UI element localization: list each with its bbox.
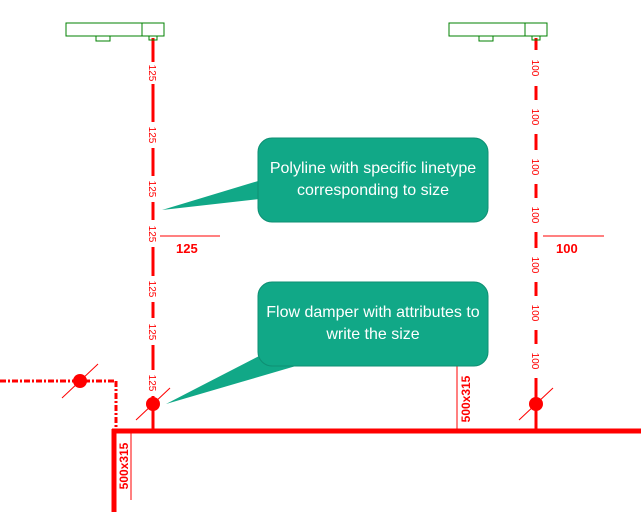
- right-riser-size-label: 100: [556, 241, 578, 256]
- riser-linetype-label: 125: [146, 65, 157, 82]
- callout-text: Flow damper with attributes to write the…: [266, 304, 480, 343]
- right-riser: 100 100 100 100 100 100 100: [529, 38, 540, 431]
- left-riser-size-label: 125: [176, 241, 198, 256]
- riser-linetype-label: 100: [529, 257, 540, 274]
- flow-damper-icon: [518, 387, 554, 421]
- callout-text: Polyline with specific linetype correspo…: [269, 160, 477, 199]
- riser-linetype-label: 125: [146, 181, 157, 198]
- riser-linetype-label: 100: [529, 159, 540, 176]
- callout-bubble-linetype: [162, 137, 489, 223]
- flow-damper-icon: [61, 363, 99, 399]
- riser-linetype-label: 125: [146, 324, 157, 341]
- riser-linetype-label: 100: [529, 109, 540, 126]
- flow-damper-icon: [135, 387, 171, 421]
- riser-linetype-label: 125: [146, 127, 157, 144]
- vertical-duct-size-label: 500x315: [117, 442, 131, 489]
- callout-bubble-damper: [166, 281, 489, 404]
- main-duct-size-label: 500x315: [459, 375, 473, 422]
- diffuser-icon: [448, 22, 548, 42]
- left-riser: 125 125 125 125 125 125 125: [146, 38, 157, 431]
- riser-linetype-label: 125: [146, 281, 157, 298]
- riser-linetype-label: 100: [529, 305, 540, 322]
- riser-linetype-label: 125: [146, 375, 157, 392]
- riser-linetype-label: 100: [529, 60, 540, 77]
- riser-linetype-label: 125: [146, 226, 157, 243]
- riser-linetype-label: 100: [529, 353, 540, 370]
- riser-linetype-label: 100: [529, 207, 540, 224]
- diffuser-icon: [65, 22, 165, 42]
